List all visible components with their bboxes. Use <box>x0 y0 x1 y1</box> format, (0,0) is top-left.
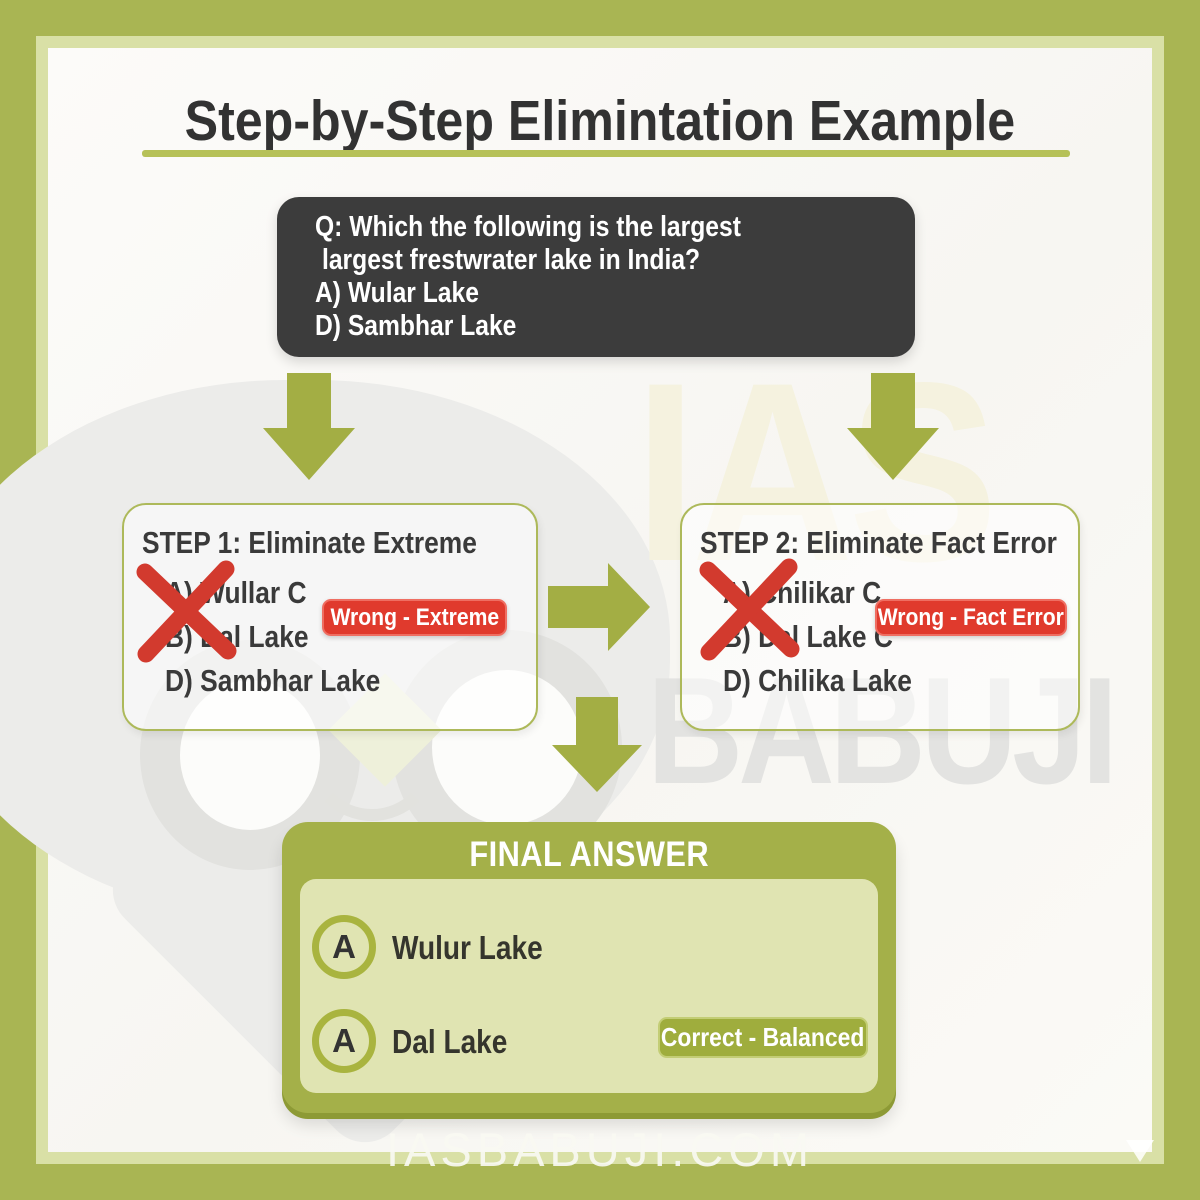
question-option-d: D) Sambhar Lake <box>315 310 517 342</box>
page-title: Step-by-Step Elimintation Example <box>184 89 1016 153</box>
final-answer-panel: A Wulur Lake A Dal Lake Correct - Balanc… <box>300 879 878 1093</box>
final-answer-header: FINAL ANSWER <box>469 835 709 874</box>
wrong-fact-error-badge: Wrong - Fact Error <box>875 599 1067 636</box>
title-underline <box>142 150 1070 157</box>
correct-balanced-badge: Correct - Balanced <box>658 1017 868 1058</box>
step2-option-d: D) Chilika Lake <box>723 663 912 698</box>
step2-title: STEP 2: Eliminate Fact Error <box>700 525 1057 560</box>
question-line-1: Q: Which the following is the largest <box>315 211 741 243</box>
red-x-icon <box>136 560 237 663</box>
answer-label: Wulur Lake <box>392 929 543 966</box>
answer-letter-circle: A <box>312 1009 376 1073</box>
wrong-extreme-badge: Wrong - Extreme <box>322 599 507 636</box>
question-line-2: largest frestwrater lake in India? <box>322 244 701 276</box>
red-x-icon <box>699 558 800 661</box>
step2-option-b: B) Dal Lake C <box>723 619 893 654</box>
question-option-a: A) Wular Lake <box>315 277 479 309</box>
answer-label: Dal Lake <box>392 1023 508 1060</box>
answer-letter-circle: A <box>312 915 376 979</box>
corner-triangle-glyph <box>1126 1140 1154 1162</box>
final-answer-box: FINAL ANSWER A Wulur Lake A Dal Lake Cor… <box>282 822 896 1113</box>
question-box: Q: Which the following is the largest la… <box>277 197 915 357</box>
